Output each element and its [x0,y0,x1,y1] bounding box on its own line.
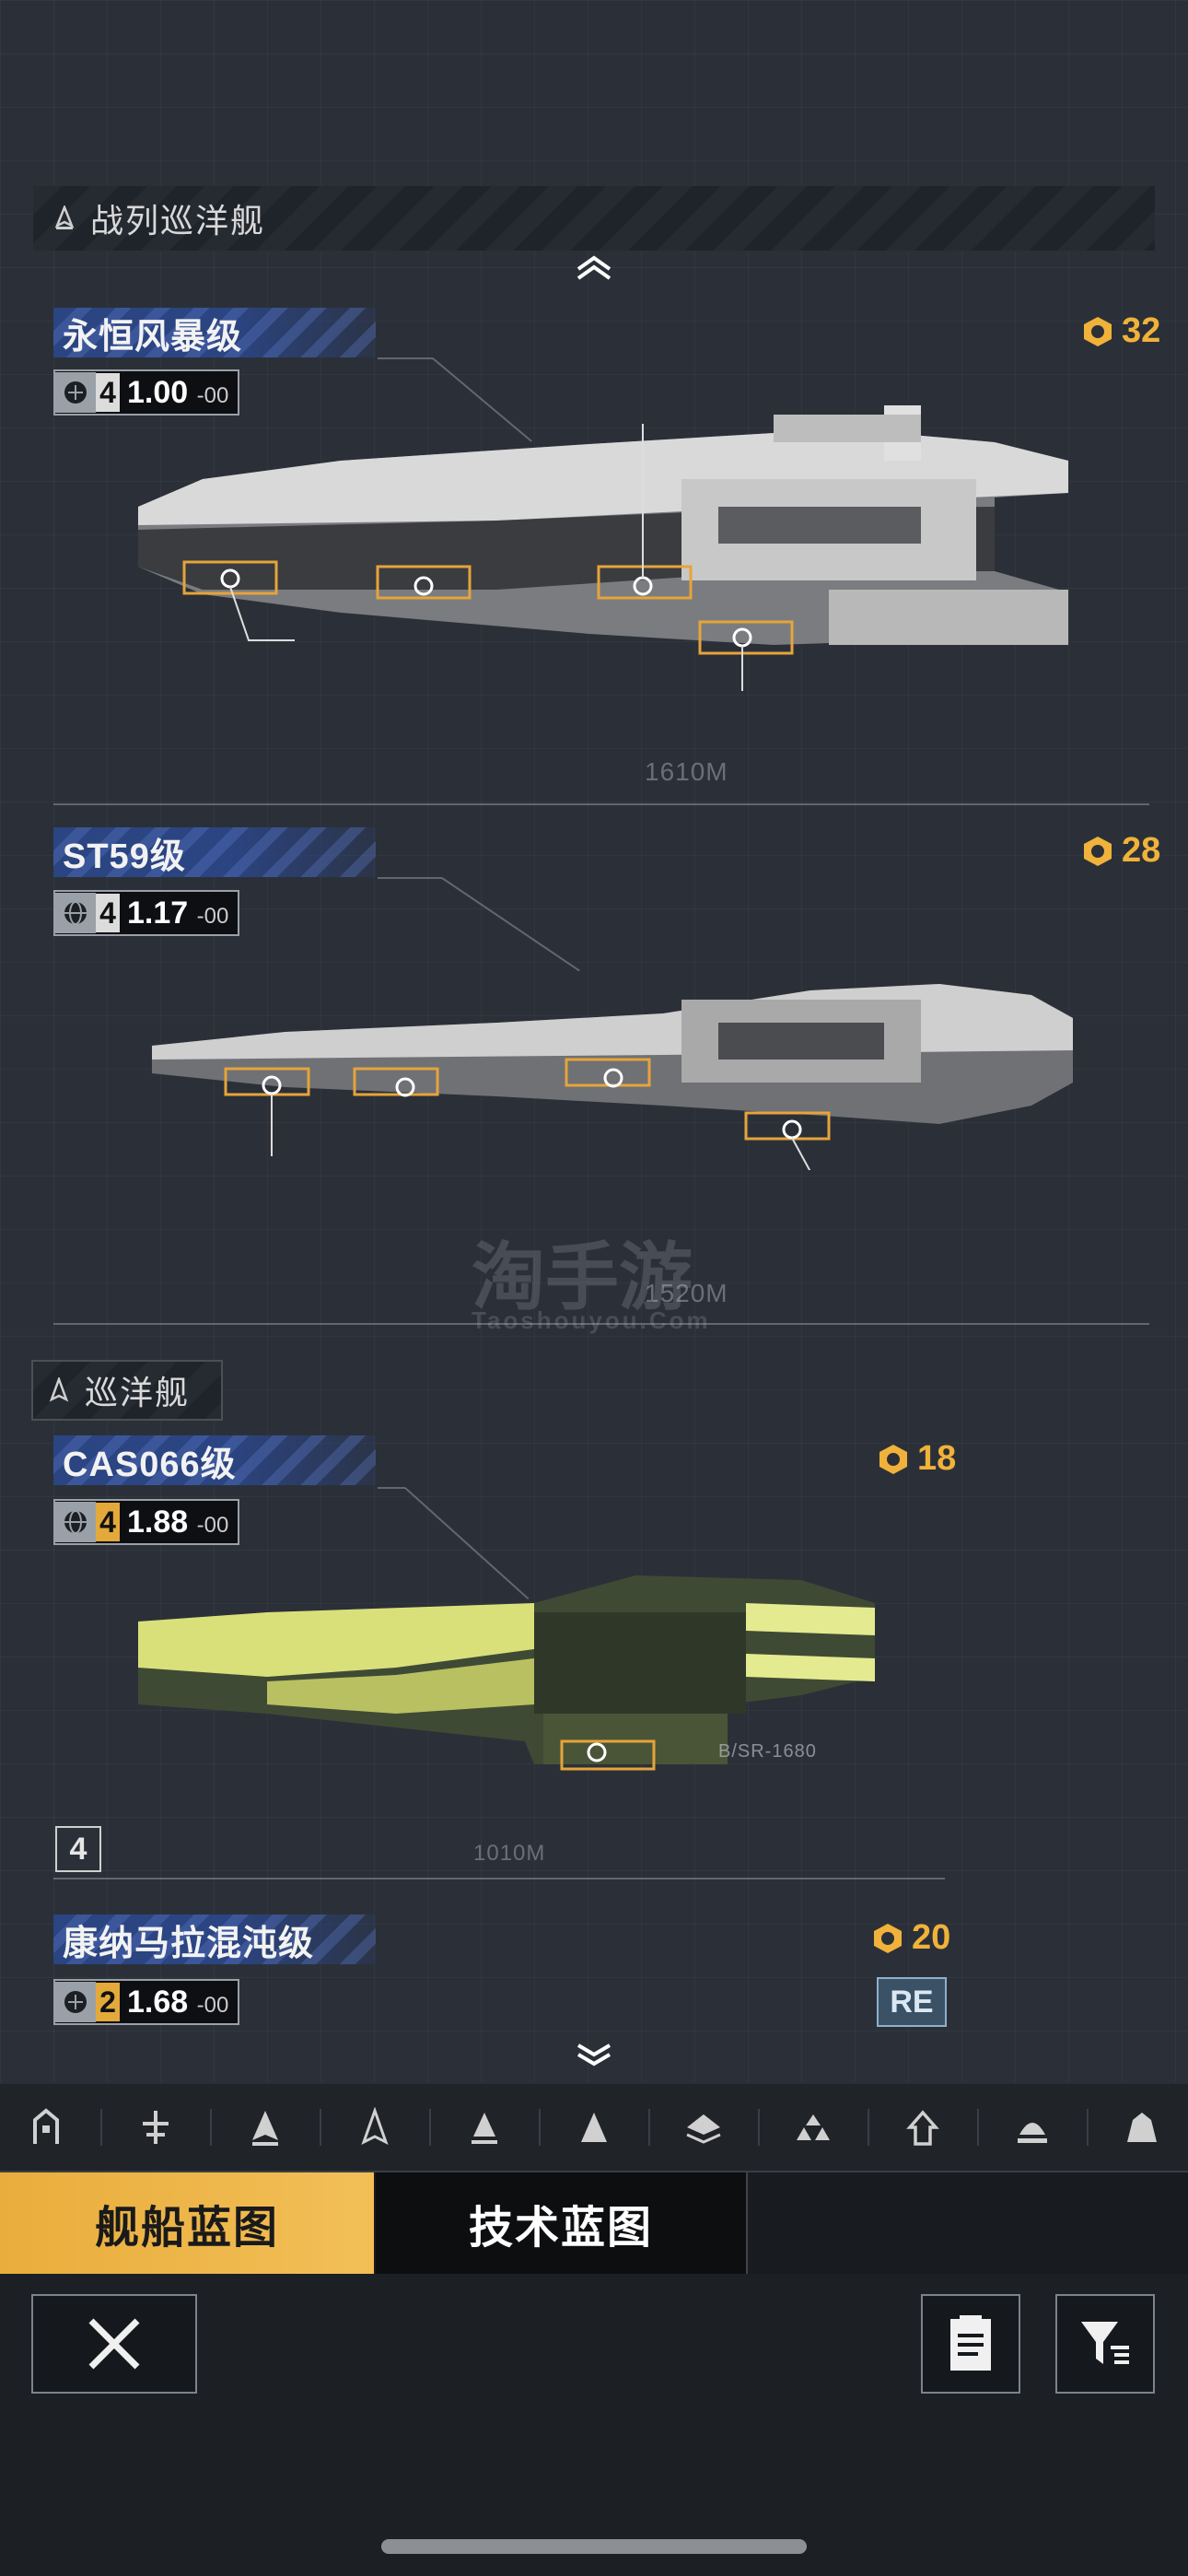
cruiser-icon [252,2111,278,2146]
frigate-icon [33,2108,59,2144]
cruiser-icon [49,1377,69,1402]
filter-icon [1081,2322,1129,2364]
nav-capital[interactable] [1007,2102,1058,2153]
globe-icon [55,1502,96,1542]
destroyer-icon [143,2111,169,2144]
blueprint-tabs: 舰船蓝图 技术蓝图 [0,2171,1188,2276]
ship-value: 1.00 -00 [127,374,229,410]
close-button[interactable] [31,2294,197,2394]
divider [647,2109,650,2146]
battlecruiser-icon [361,2107,389,2146]
auxiliary-icon [472,2113,497,2144]
cost-badge-icon [879,1444,907,1474]
fleet-icon [55,1982,96,2022]
nav-auxiliary[interactable] [459,2102,510,2153]
ship-image-eternal-storm [138,405,1068,691]
ship-level: 4 [96,894,120,932]
nav-fighter[interactable] [787,2102,839,2153]
ship-name-1[interactable]: 永恒风暴级 [53,308,376,357]
fleet-icon [55,372,96,413]
nav-destroyer[interactable] [130,2102,181,2153]
ship-level: 4 [96,373,120,412]
nav-carrier[interactable] [568,2102,620,2153]
chevron-down-icon[interactable] [575,2042,613,2067]
divider [867,2109,869,2146]
nav-corvette[interactable] [897,2102,949,2153]
divider [99,2109,102,2146]
rank-badge: 4 [55,1826,101,1872]
notes-icon [950,2315,991,2371]
divider [757,2109,760,2146]
ship-cost-3: 18 [877,1439,956,1479]
ship-level: 2 [96,1983,120,2021]
battlecruiser-icon [54,205,75,229]
filter-button[interactable] [1055,2294,1155,2394]
ship-stats-1: 4 1.00 -00 [53,369,240,416]
special-icon [1127,2113,1157,2142]
divider [209,2109,212,2146]
fighter-icon [797,2114,830,2140]
ship-cost-2: 28 [1081,831,1160,871]
ship-image-cas066 [138,1575,875,1771]
ship-value: 1.88 -00 [127,1504,229,1540]
section-header-battlecruiser: 战列巡洋舰 [33,186,1155,251]
ship-image-st59 [152,984,1073,1170]
leader-line [378,357,433,359]
tab-ship-blueprints[interactable]: 舰船蓝图 [0,2172,374,2274]
section-title: 巡洋舰 [85,1374,191,1411]
divider [1086,2109,1089,2146]
cost-badge-icon [874,1923,902,1953]
ship-level: 4 [96,1503,120,1541]
ship-value: 1.17 -00 [127,895,229,931]
cost-badge-icon [1084,316,1112,346]
divider [538,2109,541,2146]
nav-cruiser-heavy[interactable] [239,2102,291,2153]
scale-line [53,803,1149,805]
cost-badge-icon [1084,836,1112,866]
battleship-icon [686,2114,721,2144]
ship-stats-2: 4 1.17 -00 [53,890,240,936]
ship-class-nav [0,2084,1188,2171]
re-badge: RE [877,1977,947,2027]
ship-name-3[interactable]: CAS066级 [53,1435,376,1485]
ship-stats-3: 4 1.88 -00 [53,1499,240,1545]
variant-label: B/SR-1680 [718,1741,817,1762]
watermark-en: Taoshouyou.Com [472,1306,711,1334]
ship-stats-4: 2 1.68 -00 [53,1979,240,2025]
watermark-cn: 淘手游 [472,1236,693,1318]
leader-line [378,877,442,879]
ship-name-4[interactable]: 康纳马拉混沌级 [53,1914,376,1964]
nav-battlecruiser[interactable] [349,2102,401,2153]
divider [976,2109,979,2146]
tab-tech-blueprints[interactable]: 技术蓝图 [376,2172,748,2274]
home-indicator[interactable] [381,2539,807,2554]
ship-length-1: 1610M [645,757,728,786]
nav-special[interactable] [1116,2102,1168,2153]
notes-button[interactable] [921,2294,1020,2394]
globe-icon [55,893,96,933]
ship-length-2: 1520M [645,1279,728,1307]
ship-cost-4: 20 [871,1918,950,1958]
divider [428,2109,431,2146]
nav-battleship[interactable] [678,2102,729,2153]
close-icon [88,2318,140,2370]
corvette-icon [906,2110,939,2146]
ship-cost-1: 32 [1081,311,1160,351]
chevron-up-icon[interactable] [575,254,613,280]
ship-length-3: 1010M [473,1841,546,1866]
divider [319,2109,321,2146]
capital-icon [1018,2123,1047,2143]
carrier-icon [581,2113,607,2142]
leader-line [378,1487,405,1489]
nav-frigate[interactable] [20,2102,72,2153]
section-header-cruiser: 巡洋舰 [31,1360,223,1421]
ship-name-2[interactable]: ST59级 [53,827,376,877]
scale-line [53,1878,945,1879]
section-title: 战列巡洋舰 [90,202,266,240]
ship-value: 1.68 -00 [127,1984,229,2020]
scale-line [53,1323,1149,1325]
